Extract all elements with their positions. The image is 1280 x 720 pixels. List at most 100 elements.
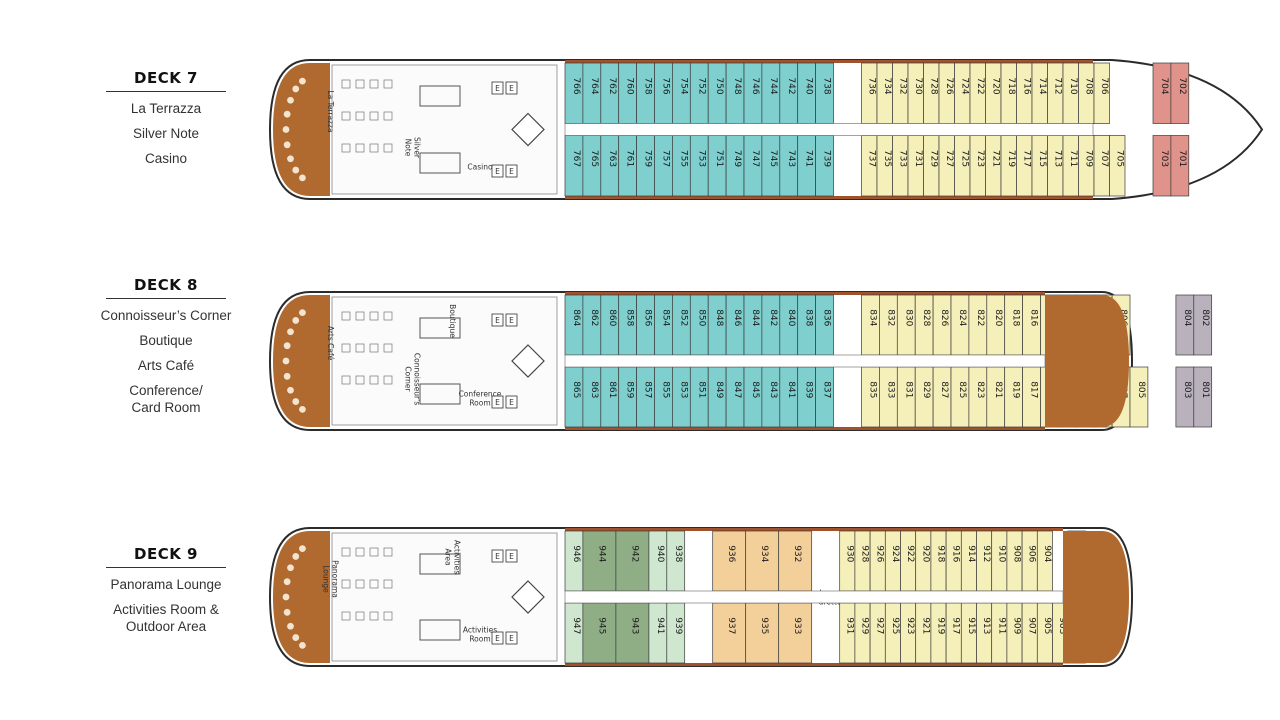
cabin-number: 715 xyxy=(1037,150,1047,167)
stair-block xyxy=(419,553,461,575)
table-furniture xyxy=(355,611,365,621)
cabin-number: 829 xyxy=(921,381,931,398)
table-furniture xyxy=(369,79,379,89)
venue-label: Silver Note xyxy=(132,126,200,141)
balcony-strip xyxy=(565,663,1063,666)
cabin-number: 932 xyxy=(792,545,802,562)
cabin-number: 760 xyxy=(625,77,635,94)
deck-title: DECK 8 xyxy=(106,276,226,299)
stern-seat xyxy=(283,372,291,380)
cabin xyxy=(712,530,747,592)
table-furniture xyxy=(341,79,351,89)
cabin-number: 859 xyxy=(625,381,635,398)
elevator xyxy=(505,549,518,563)
cabin-number: 734 xyxy=(882,77,892,94)
balcony-strip xyxy=(565,528,1063,531)
elevator-label: E xyxy=(509,398,514,407)
cabin-number: 928 xyxy=(860,545,870,562)
cabin-number: 716 xyxy=(1021,77,1031,94)
cabin-number: 855 xyxy=(660,381,670,398)
cabin-number: 909 xyxy=(1012,617,1022,634)
cabin xyxy=(778,602,813,664)
cabin-number: 762 xyxy=(607,77,617,94)
corridor xyxy=(564,590,1064,604)
cabin-number: 933 xyxy=(792,617,802,634)
cabin-number: 865 xyxy=(571,381,581,398)
cabin-number: 702 xyxy=(1177,77,1187,94)
elevator xyxy=(505,81,518,95)
legend-deck7: DECK 7 La Terrazza Silver Note Casino xyxy=(100,69,232,175)
cabin-number: 944 xyxy=(596,545,606,562)
elevator-label: E xyxy=(509,84,514,93)
cabin-number: 827 xyxy=(939,381,949,398)
cabin-number: 833 xyxy=(885,381,895,398)
table-furniture xyxy=(341,143,351,153)
cabin-number: 713 xyxy=(1052,150,1062,167)
cabin-number: 704 xyxy=(1159,77,1169,94)
cabin-number: 802 xyxy=(1200,309,1210,326)
cabin-number: 861 xyxy=(607,381,617,398)
elevator-label: E xyxy=(509,316,514,325)
legend-deck8: DECK 8 Connoisseur’s Corner Boutique Art… xyxy=(100,276,232,424)
cabin-number: 837 xyxy=(822,381,832,398)
cabin-number: 832 xyxy=(885,309,895,326)
plan-label: PanoramaLounge xyxy=(322,560,340,598)
cabin-number: 706 xyxy=(1099,77,1109,94)
stern-seat xyxy=(299,174,306,182)
elevator-label: E xyxy=(495,634,500,643)
stern-seat xyxy=(299,405,306,413)
cabin-number: 705 xyxy=(1114,150,1124,167)
cabin-number: 858 xyxy=(625,309,635,326)
cabin-number: 916 xyxy=(951,545,961,562)
cabin-number: 924 xyxy=(890,545,900,562)
stern-seat xyxy=(283,141,291,149)
table-furniture xyxy=(355,547,365,557)
cabin-number: 701 xyxy=(1177,150,1187,167)
cabin-number: 753 xyxy=(696,150,706,167)
cabin-number: 717 xyxy=(1021,150,1031,167)
table-furniture xyxy=(369,143,379,153)
table-furniture xyxy=(383,611,393,621)
deck-plan-deck9: EEEEPanoramaLoungeLaun-dretteActivitiesR… xyxy=(268,527,1134,667)
cabin-number: 755 xyxy=(678,150,688,167)
cabin-number: 847 xyxy=(732,381,742,398)
cabin-number: 853 xyxy=(678,381,688,398)
cabin-number: 908 xyxy=(1012,545,1022,562)
table-furniture xyxy=(383,343,393,353)
cabin-number: 740 xyxy=(804,77,814,94)
cabin-number: 748 xyxy=(732,77,742,94)
cabin-number: 736 xyxy=(866,77,876,94)
bow-deck xyxy=(1063,531,1129,663)
cabin-number: 757 xyxy=(660,150,670,167)
cabin-number: 935 xyxy=(759,617,769,634)
cabin xyxy=(1193,366,1213,428)
cabin-number: 767 xyxy=(571,150,581,167)
cabin-number: 727 xyxy=(944,150,954,167)
stern-deck xyxy=(273,63,330,196)
table-furniture xyxy=(369,111,379,121)
stern-deck xyxy=(273,531,330,663)
elevator-label: E xyxy=(495,316,500,325)
cabin-number: 836 xyxy=(822,309,832,326)
stern-seat xyxy=(292,85,300,93)
elevator xyxy=(505,164,518,178)
cabin-number: 733 xyxy=(897,150,907,167)
cabin-number: 703 xyxy=(1159,150,1169,167)
cabin-number: 725 xyxy=(959,150,969,167)
cabin-number: 906 xyxy=(1027,545,1037,562)
cabin-number: 849 xyxy=(714,381,724,398)
cabin-number: 913 xyxy=(981,617,991,634)
table-furniture xyxy=(341,611,351,621)
stairwell-emblem xyxy=(511,112,545,147)
cabin-number: 857 xyxy=(643,381,653,398)
elevator xyxy=(491,395,504,409)
cabin-number: 835 xyxy=(867,381,877,398)
stern-seat xyxy=(299,641,306,649)
table-furniture xyxy=(355,579,365,589)
cabin-number: 941 xyxy=(655,617,665,634)
cabin-number: 946 xyxy=(571,545,581,562)
elevator xyxy=(505,395,518,409)
elevator xyxy=(491,164,504,178)
cabin-number: 742 xyxy=(786,77,796,94)
